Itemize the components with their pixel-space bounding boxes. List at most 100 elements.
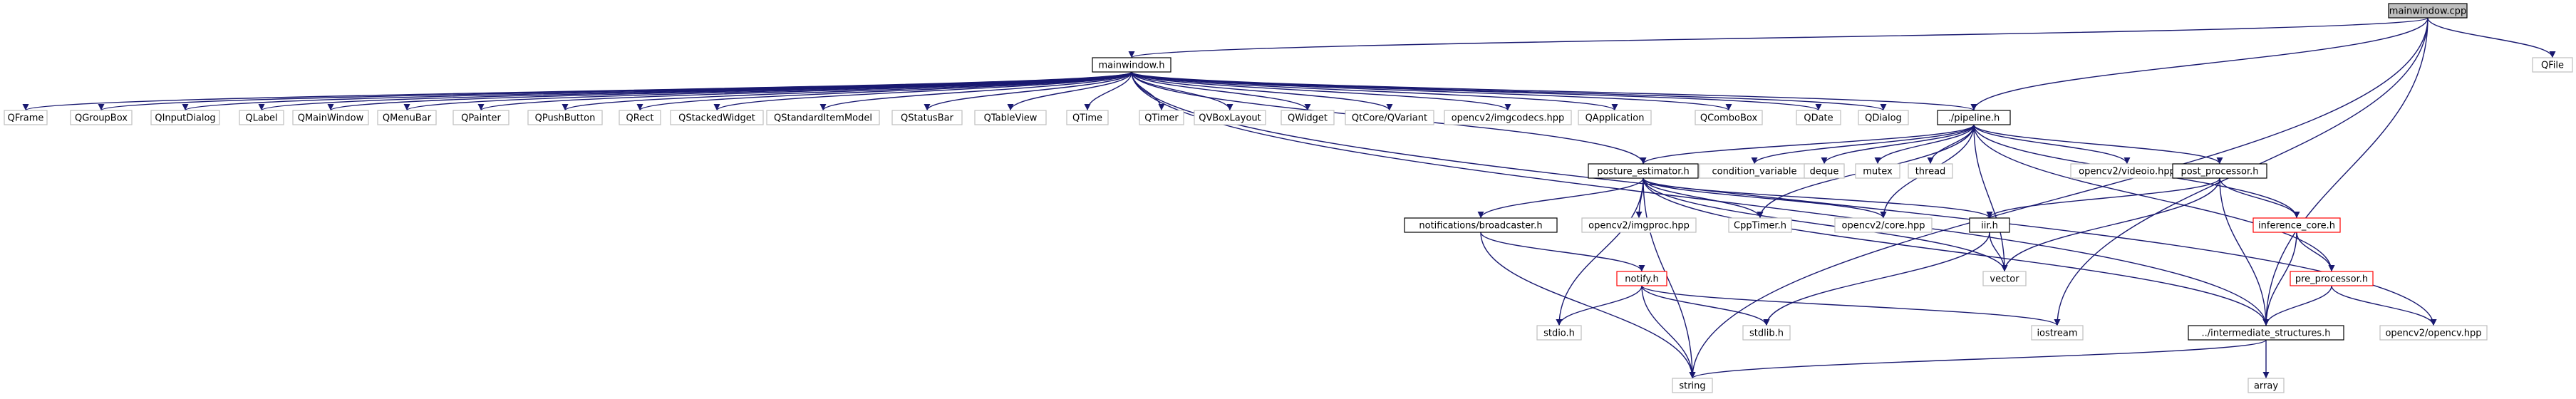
edge-mainwindow_h-to-qstandarditemmodel (819, 71, 1132, 111)
node-label: pre_processor.h (2295, 274, 2368, 285)
edge-posture_estimator_h-to-vector (1643, 177, 2008, 272)
node-qtcore-qvariant[interactable]: QtCore/QVariant (1345, 110, 1434, 125)
node-vector[interactable]: vector (1982, 271, 2027, 286)
node-box (1281, 110, 1335, 125)
node-qtimer[interactable]: QTimer (1139, 110, 1184, 125)
node-imgcodecs[interactable]: opencv2/imgcodecs.hpp (1444, 110, 1572, 125)
edge-post_processor_h-to-intermediate_h (2219, 177, 2270, 326)
node-qcombobox[interactable]: QComboBox (1695, 110, 1763, 125)
node-label: QStackedWidget (678, 113, 755, 124)
node-qstackedwidget[interactable]: QStackedWidget (670, 110, 764, 125)
node-qpainter[interactable]: QPainter (452, 110, 509, 125)
node-deque[interactable]: deque (1804, 163, 1845, 179)
node-qtableview[interactable]: QTableView (974, 110, 1047, 125)
node-core-hpp[interactable]: opencv2/core.hpp (1834, 217, 1933, 233)
node-box (1937, 110, 2011, 125)
node-mutex[interactable]: mutex (1855, 163, 1900, 179)
node-box (1404, 217, 1558, 233)
edge-notify_h-to-iostream (1641, 285, 2061, 326)
node-qapplication[interactable]: QApplication (1578, 110, 1652, 125)
node-qtime[interactable]: QTime (1066, 110, 1109, 125)
node-qrect[interactable]: QRect (619, 110, 661, 125)
node-string[interactable]: string (1672, 378, 1713, 393)
node-label: QStatusBar (901, 113, 954, 124)
node-qstandarditemmodel[interactable]: QStandardItemModel (766, 110, 880, 125)
node-qdialog[interactable]: QDialog (1858, 110, 1909, 125)
node-broadcaster-h[interactable]: notifications/broadcaster.h (1404, 217, 1558, 233)
edge-posture_estimator_h-to-broadcaster_h (1477, 177, 1644, 219)
edge-notify_h-to-stdlib_h (1641, 285, 1770, 326)
node-label: post_processor.h (2181, 167, 2258, 177)
node-pre-processor-h[interactable]: pre_processor.h (2290, 271, 2374, 286)
edge-mainwindow_cpp-to-intermediate_h (2262, 17, 2428, 326)
node-intermediate-h[interactable]: ../intermediate_structures.h (2188, 325, 2344, 341)
node-condition-variable[interactable]: condition_variable (1699, 163, 1810, 179)
node-label: QRect (626, 113, 654, 124)
node-qpushbutton[interactable]: QPushButton (527, 110, 603, 125)
node-qstatusbar[interactable]: QStatusBar (891, 110, 963, 125)
edge-mainwindow_h-to-qstatusbar (924, 71, 1132, 111)
node-qmainwindow[interactable]: QMainWindow (292, 110, 369, 125)
edge-mainwindow_cpp-to-qfile (2427, 17, 2556, 58)
node-posture-estimator-h[interactable]: posture_estimator.h (1588, 163, 1699, 179)
node-label: inference_core.h (2258, 221, 2335, 232)
node-qmenubar[interactable]: QMenuBar (377, 110, 437, 125)
node-videoio[interactable]: opencv2/videoio.hpp (2070, 163, 2184, 179)
node-label: deque (1810, 167, 1839, 177)
edge-intermediate_h-to-string (1689, 339, 2267, 379)
node-imgproc[interactable]: opencv2/imgproc.hpp (1581, 217, 1697, 233)
node-stdio-h[interactable]: stdio.h (1536, 325, 1582, 341)
node-box (1578, 110, 1652, 125)
edge-post_processor_h-to-iir_h (1986, 177, 2220, 219)
node-label: stdio.h (1543, 328, 1575, 339)
node-box (4, 110, 48, 125)
edge-mainwindow_cpp-to-string (1689, 17, 2428, 379)
node-iir-h[interactable]: iir.h (1969, 217, 2010, 233)
node-box (150, 110, 220, 125)
node-box (1066, 110, 1109, 125)
node-qwidget[interactable]: QWidget (1281, 110, 1335, 125)
node-label: iostream (2037, 328, 2077, 339)
node-label: array (2254, 381, 2278, 392)
node-inference-core-h[interactable]: inference_core.h (2252, 217, 2341, 233)
node-label: vector (1990, 274, 2019, 285)
node-qdate[interactable]: QDate (1796, 110, 1841, 125)
node-mainwindow-h[interactable]: mainwindow.h (1092, 57, 1171, 73)
node-stdlib-h[interactable]: stdlib.h (1742, 325, 1791, 341)
node-post-processor-h[interactable]: post_processor.h (2172, 163, 2267, 179)
node-qgroupbox[interactable]: QGroupBox (70, 110, 133, 125)
node-pipeline-h[interactable]: ./pipeline.h (1937, 110, 2011, 125)
node-box (1728, 217, 1792, 233)
edge-posture_estimator_h-to-core_hpp (1643, 177, 1887, 219)
edge-posture_estimator_h-to-cpptimer_h (1643, 177, 1764, 219)
node-qframe[interactable]: QFrame (4, 110, 48, 125)
node-array[interactable]: array (2247, 378, 2285, 393)
edge-posture_estimator_h-to-iir_h (1643, 177, 1993, 219)
node-label: QTableView (984, 113, 1038, 124)
node-cpptimer-h[interactable]: CppTimer.h (1728, 217, 1792, 233)
node-box (527, 110, 603, 125)
node-thread[interactable]: thread (1908, 163, 1953, 179)
node-qfile[interactable]: QFile (2532, 57, 2573, 73)
node-qlabel[interactable]: QLabel (239, 110, 284, 125)
node-label: opencv2/imgcodecs.hpp (1452, 113, 1565, 124)
edge-post_processor_h-to-inference_core_h (2219, 177, 2300, 219)
node-box (1796, 110, 1841, 125)
node-iostream[interactable]: iostream (2031, 325, 2084, 341)
node-qvboxlayout[interactable]: QVBoxLayout (1194, 110, 1266, 125)
node-box (1588, 163, 1699, 179)
node-box (1345, 110, 1434, 125)
node-qinputdialog[interactable]: QInputDialog (150, 110, 220, 125)
node-opencv-hpp[interactable]: opencv2/opencv.hpp (2379, 325, 2488, 341)
node-box (2188, 325, 2344, 341)
node-box (2252, 217, 2341, 233)
node-label: condition_variable (1712, 167, 1796, 177)
edge-mainwindow_h-to-qframe (23, 71, 1132, 111)
edge-iir_h-to-stdlib_h (1763, 232, 1990, 326)
node-label: opencv2/videoio.hpp (2079, 167, 2176, 177)
node-notify-h[interactable]: notify.h (1616, 271, 1667, 286)
node-label: notifications/broadcaster.h (1419, 221, 1542, 232)
node-box (1969, 217, 2010, 233)
node-label: mainwindow.cpp (2389, 6, 2466, 17)
node-box (1092, 57, 1171, 73)
